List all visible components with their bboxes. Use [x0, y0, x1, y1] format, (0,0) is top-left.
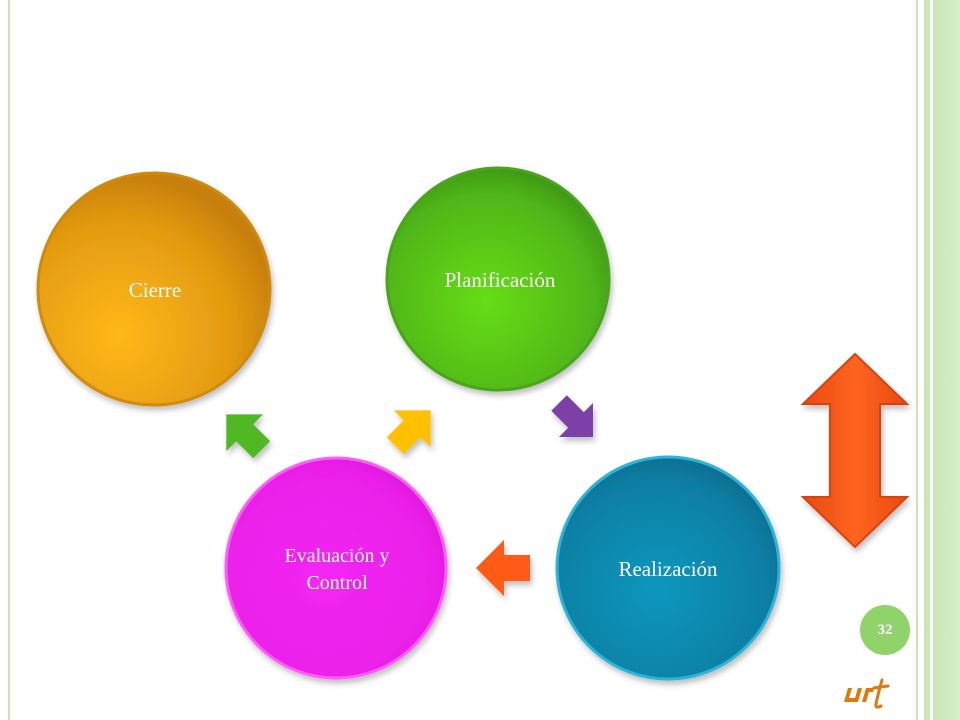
arrow-evaluacion-to-cierre: [226, 414, 271, 459]
evaluacion-circle: [224, 456, 448, 680]
double-vertical-arrow-icon: [800, 352, 910, 549]
planificacion-label: Planificación: [445, 268, 556, 292]
slide-frame-left: [8, 0, 10, 720]
realizacion-label: Realización: [618, 557, 718, 581]
evaluacion-label-line1: Evaluación y: [285, 545, 390, 567]
slide-frame-right-bar: [924, 0, 960, 720]
cierre-circle: [36, 171, 272, 407]
page-number-badge: 32: [860, 605, 910, 655]
arrow-realizacion-to-evaluacion: [476, 540, 530, 596]
arrow-evaluacion-to-planificacion: [386, 410, 431, 455]
slide-frame-right-line: [916, 0, 918, 720]
cierre-label: Cierre: [129, 278, 181, 302]
evaluacion-label-line2: Control: [306, 572, 368, 594]
realizacion-circle: [555, 455, 781, 681]
logo-icon: [844, 678, 890, 709]
planificacion-circle: [385, 166, 611, 392]
arrow-planificacion-to-realizacion: [551, 395, 593, 437]
